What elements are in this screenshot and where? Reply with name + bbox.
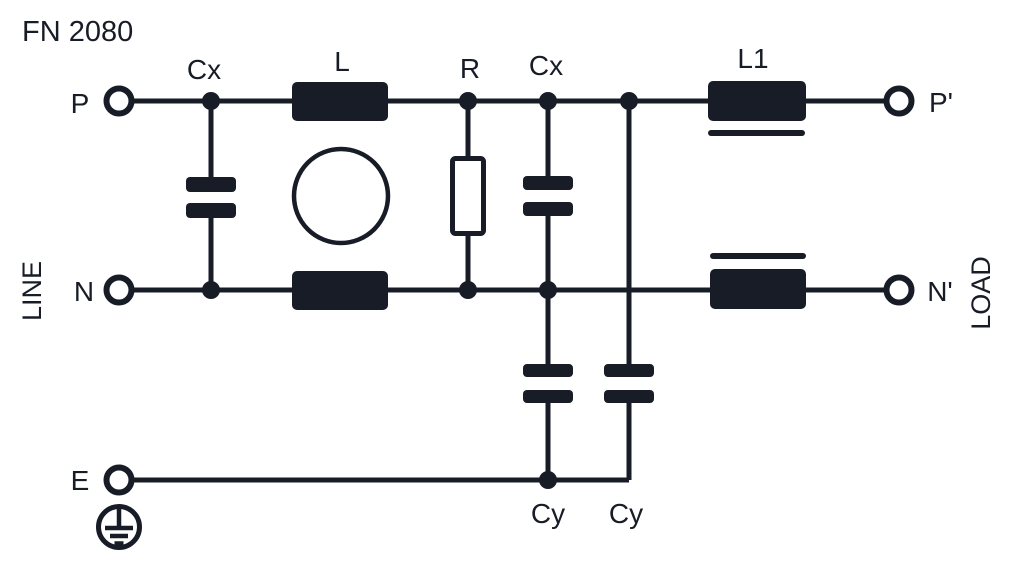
resistor-r-symbol — [450, 156, 486, 236]
junction-dot — [459, 92, 477, 110]
choke-l-label: L — [334, 46, 350, 77]
cx-mid-capacitor-symbol — [523, 176, 573, 216]
terminal-n-icon — [103, 274, 135, 306]
terminal-p-out-label: P' — [929, 87, 953, 118]
junction-dot — [539, 281, 557, 299]
cy-right-capacitor-symbol — [604, 364, 654, 403]
junction-dots — [202, 92, 638, 489]
cx-mid-label: Cx — [529, 50, 563, 81]
choke-l1-winding-top — [708, 81, 806, 121]
terminal-p-icon — [103, 85, 135, 117]
wires — [132, 98, 887, 483]
cy-left-capacitor-symbol — [523, 364, 573, 403]
terminal-n-out-icon — [883, 274, 915, 306]
line-side-label: LINE — [17, 261, 47, 321]
junction-dot — [202, 281, 220, 299]
load-side-label: LOAD — [966, 256, 996, 330]
choke-l-symbol — [291, 82, 391, 310]
cx-input-label: Cx — [187, 54, 221, 85]
cy-right-label: Cy — [609, 498, 643, 529]
schematic-title: FN 2080 — [22, 16, 133, 48]
terminal-e-label: E — [71, 465, 90, 496]
terminal-p-label: P — [71, 88, 90, 119]
terminal-e-icon — [103, 464, 135, 496]
junction-dot — [459, 281, 477, 299]
choke-l-winding-bottom — [292, 271, 388, 310]
choke-l-winding-top — [292, 82, 388, 121]
cy-left-label: Cy — [531, 498, 565, 529]
terminal-n-out-label: N' — [927, 276, 953, 307]
choke-l-core-icon — [291, 146, 391, 246]
protective-earth-icon — [96, 504, 142, 550]
terminals — [103, 85, 915, 496]
junction-dot — [620, 92, 638, 110]
choke-l1-symbol — [708, 81, 806, 309]
cx-input-capacitor-symbol — [186, 177, 236, 218]
resistor-r-label: R — [460, 53, 480, 84]
junction-dot — [539, 92, 557, 110]
choke-l1-label: L1 — [737, 43, 768, 74]
terminal-n-label: N — [74, 276, 94, 307]
choke-l1-core-bar-top — [708, 130, 805, 136]
choke-l1-core-bar-bottom — [710, 253, 806, 259]
junction-dot — [202, 92, 220, 110]
terminal-p-out-icon — [883, 85, 915, 117]
junction-dot — [539, 471, 557, 489]
choke-l1-winding-bottom — [710, 269, 806, 309]
